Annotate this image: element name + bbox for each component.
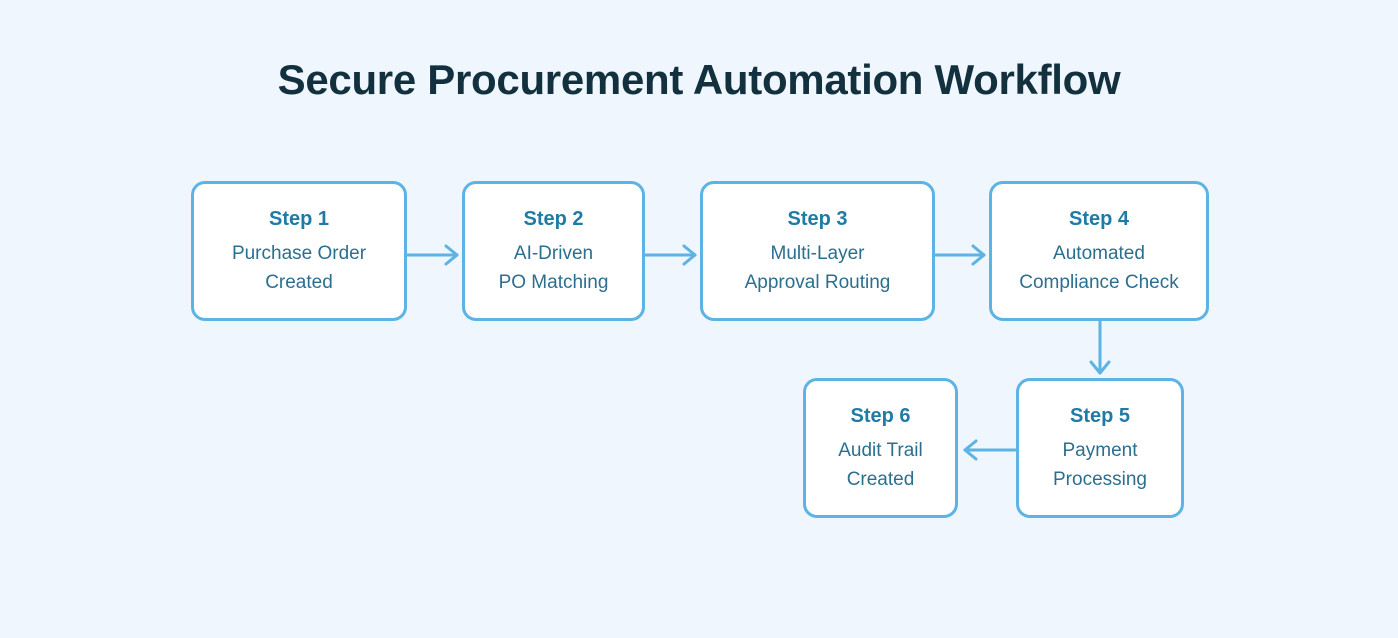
step-4-description: Automated Compliance Check — [1019, 242, 1179, 293]
step-3-description: Multi-Layer Approval Routing — [744, 242, 891, 293]
step-5-title: Step 5 — [1069, 404, 1131, 427]
step-box-2: Step 2 AI-Driven PO Matching — [462, 181, 645, 321]
step-1-description: Purchase Order Created — [231, 242, 367, 293]
step-box-6: Step 6 Audit Trail Created — [803, 378, 958, 518]
step-6-title: Step 6 — [850, 404, 911, 427]
step-2-description: AI-Driven PO Matching — [498, 242, 609, 293]
step-2-title: Step 2 — [523, 207, 584, 230]
step-4-title: Step 4 — [1068, 207, 1130, 230]
step-1-title: Step 1 — [268, 207, 330, 230]
arrow-step1-to-step2 — [406, 241, 462, 269]
step-3-title: Step 3 — [787, 207, 848, 230]
page-title: Secure Procurement Automation Workflow — [277, 56, 1121, 103]
arrow-step2-to-step3 — [644, 241, 700, 269]
arrow-step5-to-step6 — [958, 436, 1017, 464]
arrow-step4-to-step5 — [1086, 320, 1114, 378]
step-box-4: Step 4 Automated Compliance Check — [989, 181, 1209, 321]
step-box-1: Step 1 Purchase Order Created — [191, 181, 407, 321]
step-5-description: Payment Processing — [1053, 439, 1147, 490]
step-box-3: Step 3 Multi-Layer Approval Routing — [700, 181, 935, 321]
arrow-step3-to-step4 — [934, 241, 989, 269]
step-box-5: Step 5 Payment Processing — [1016, 378, 1184, 518]
step-6-description: Audit Trail Created — [838, 439, 923, 490]
